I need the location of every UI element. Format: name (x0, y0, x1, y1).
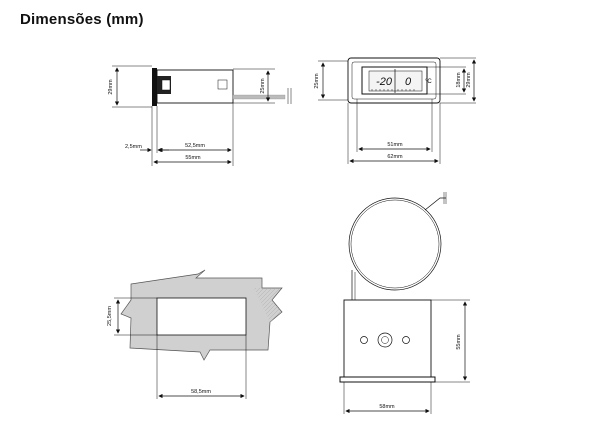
cutout-h-label: 25,5mm (107, 306, 113, 326)
side-total-label: 55mm (185, 155, 201, 161)
panel-cutout (156, 297, 247, 336)
panel-cutout-view: 25,5mm 58,5mm (107, 269, 283, 399)
rear-flange (339, 376, 436, 383)
front-window-w-label: 51mm (387, 142, 403, 148)
side-square (217, 79, 228, 90)
probe-coil (348, 197, 442, 291)
side-cable-label: 25mm (260, 78, 266, 94)
rear-terminal-center (377, 332, 393, 348)
front-lcd (368, 70, 423, 92)
front-height-label: 25mm (314, 73, 320, 89)
front-window-h-label: 18mm (456, 72, 462, 88)
side-flange-label: 2,5mm (125, 144, 142, 150)
front-total-h-label: 29mm (466, 72, 472, 88)
cutout-w-label: 58,5mm (191, 389, 211, 395)
side-flange (152, 68, 157, 106)
rear-width-label: 58mm (379, 404, 395, 410)
rear-terminal-right (402, 336, 410, 344)
side-cable (232, 94, 286, 100)
lcd-unit: °C (425, 79, 432, 85)
rear-view: 55mm 58mm (339, 192, 470, 414)
rear-terminal-left (360, 336, 368, 344)
lcd-left-value: -20 (376, 76, 393, 88)
rear-height-label: 55mm (456, 334, 462, 350)
side-depth-label: 52,5mm (185, 143, 205, 149)
side-view: 29mm 25mm 2,5mm 52,5mm 55mm (108, 65, 292, 166)
page-title: Dimensões (mm) (20, 11, 144, 28)
rear-body (343, 299, 432, 378)
front-view: -20 0 °C 25mm 18mm 29mm 51mm (314, 57, 477, 164)
side-height-label: 29mm (108, 79, 114, 95)
lcd-right-value: 0 (405, 76, 412, 88)
front-total-w-label: 62mm (387, 154, 403, 160)
